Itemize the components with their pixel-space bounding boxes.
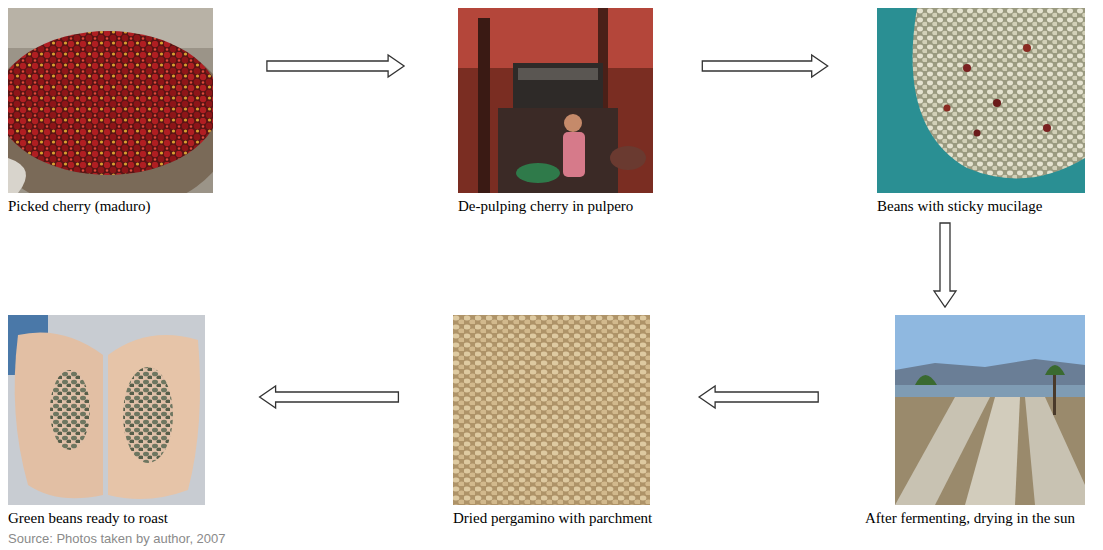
- photo-frame: [8, 8, 213, 193]
- pergamino-photo: [453, 315, 650, 505]
- flow-arrow: [260, 386, 399, 408]
- cherry-photo: [8, 8, 213, 193]
- flow-arrow: [934, 223, 956, 307]
- green-beans-photo: [8, 315, 205, 505]
- photo-frame: [458, 8, 653, 193]
- photo-step: Green beans ready to roast: [8, 315, 205, 527]
- photo-frame: [453, 315, 650, 505]
- pulpero-photo: [458, 8, 653, 193]
- photo-step: Beans with sticky mucilage: [877, 8, 1085, 215]
- photo-caption: Beans with sticky mucilage: [877, 198, 1085, 215]
- photo-caption: Dried pergamino with parchment: [453, 510, 652, 527]
- photo-frame: [895, 315, 1085, 505]
- drying-photo: [895, 315, 1085, 505]
- photo-step: Dried pergamino with parchment: [453, 315, 652, 527]
- photo-caption: Picked cherry (maduro): [8, 198, 213, 215]
- photo-frame: [8, 315, 205, 505]
- flow-arrow: [699, 386, 818, 408]
- photo-caption: After fermenting, drying in the sun: [865, 510, 1085, 527]
- photo-caption: Green beans ready to roast: [8, 510, 205, 527]
- mucilage-photo: [877, 8, 1085, 193]
- photo-step: Picked cherry (maduro): [8, 8, 213, 215]
- flow-arrow: [702, 55, 827, 77]
- photo-step: De-pulping cherry in pulpero: [458, 8, 653, 215]
- source-note: Source: Photos taken by author, 2007: [8, 531, 226, 546]
- flow-arrow: [267, 55, 404, 77]
- photo-frame: [877, 8, 1085, 193]
- photo-caption: De-pulping cherry in pulpero: [458, 198, 653, 215]
- photo-step: After fermenting, drying in the sun: [865, 315, 1085, 527]
